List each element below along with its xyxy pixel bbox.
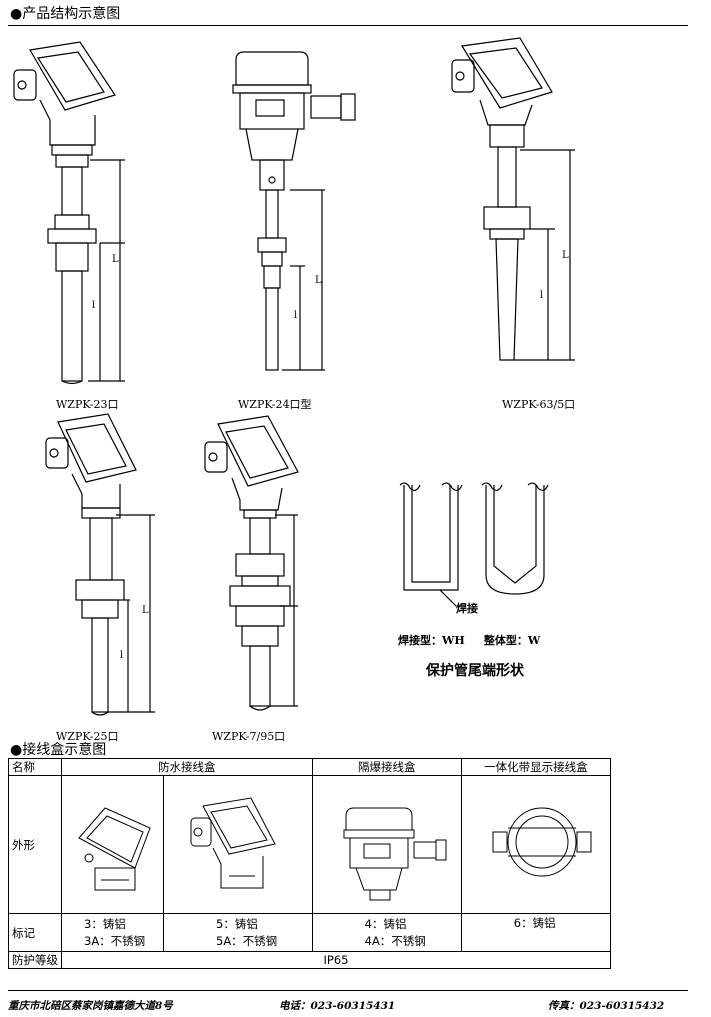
product-wzpk-24-drawing	[232, 51, 356, 371]
product-model-label: WZPK-23口	[56, 398, 119, 411]
tube-end-types: 焊接型：WH 整体型：W	[398, 634, 541, 647]
dim-l-4: l	[120, 650, 123, 661]
footer-rule	[8, 990, 688, 991]
junction-box-6-drawing	[492, 807, 592, 877]
header-explosion-proof: 隔爆接线盒	[311, 758, 462, 776]
row-label-mark: 标记	[8, 913, 62, 952]
tube-end-shapes	[399, 482, 549, 607]
row-label-protection: 防护等级	[8, 951, 62, 969]
dim-L-3: L	[562, 250, 569, 261]
mark-text: 6：铸铝	[513, 916, 556, 930]
mark-text: 4：铸铝	[364, 916, 407, 931]
box-4-image	[311, 775, 462, 914]
header-name: 名称	[8, 758, 62, 776]
header-waterproof: 防水接线盒	[61, 758, 313, 776]
product-model-label: WZPK-24口型	[238, 398, 312, 411]
dim-L-4: L	[142, 605, 149, 616]
row-label-appearance: 外形	[8, 775, 62, 914]
product-wzpk-25-drawing	[45, 413, 155, 716]
title-underline	[8, 25, 688, 26]
dim-L-1: L	[112, 254, 119, 265]
junction-box-3-drawing	[78, 807, 151, 891]
mark-text: 3A：不锈钢	[84, 933, 146, 948]
table-row-mark: 标记 3：铸铝 3A：不锈钢 5：铸铝 5A：不锈钢 4：铸铝 4A：不锈钢 6…	[8, 913, 612, 952]
junction-box-5-drawing	[190, 797, 276, 889]
mark-text: 3：铸铝	[84, 916, 126, 931]
junction-box-4-drawing	[343, 807, 447, 901]
junction-box-table: 名称 防水接线盒 隔爆接线盒 一体化带显示接线盒 外形	[8, 758, 612, 969]
section-title-structure: ●产品结构示意图	[10, 6, 121, 22]
table-row-protection: 防护等级 IP65	[8, 951, 611, 969]
product-drawings: L l L l L l L l	[13, 37, 575, 716]
footer-address: 重庆市北碚区蔡家岗镇嘉德大道8号	[8, 1000, 173, 1012]
footer-fax: 传真：023-60315432	[548, 1000, 665, 1012]
section-title-junction-box: ●接线盒示意图	[10, 742, 107, 758]
box-6-image	[460, 775, 612, 914]
footer-phone: 电话：023-60315431	[279, 1000, 396, 1012]
dim-l-3: l	[540, 290, 543, 301]
table-header-row: 名称 防水接线盒 隔爆接线盒 一体化带显示接线盒	[8, 758, 612, 776]
product-model-label: WZPK-25口	[56, 730, 119, 743]
dim-l-2: l	[294, 310, 297, 321]
mark-text: 4A：不锈钢	[364, 933, 426, 948]
weld-label: 焊接	[456, 602, 478, 615]
product-wzpk-63-drawing	[451, 37, 575, 361]
table-row-appearance: 外形	[8, 775, 612, 914]
protection-value: IP65	[61, 951, 611, 969]
product-model-label: WZPK-63/5口	[502, 398, 576, 411]
dim-l-1: l	[92, 300, 95, 311]
mark-text: 5：铸铝	[216, 916, 258, 931]
product-wzpk-23-drawing	[13, 41, 125, 385]
tube-end-title: 保护管尾端形状	[426, 663, 524, 679]
header-display: 一体化带显示接线盒	[460, 758, 612, 776]
box-3-image	[61, 775, 164, 914]
mark-text: 5A：不锈钢	[216, 933, 278, 948]
product-wzpk-7-drawing	[204, 415, 299, 711]
product-model-label: WZPK-7/95口	[212, 730, 286, 743]
dim-L-2: L	[315, 275, 322, 286]
box-5-image	[163, 775, 313, 914]
